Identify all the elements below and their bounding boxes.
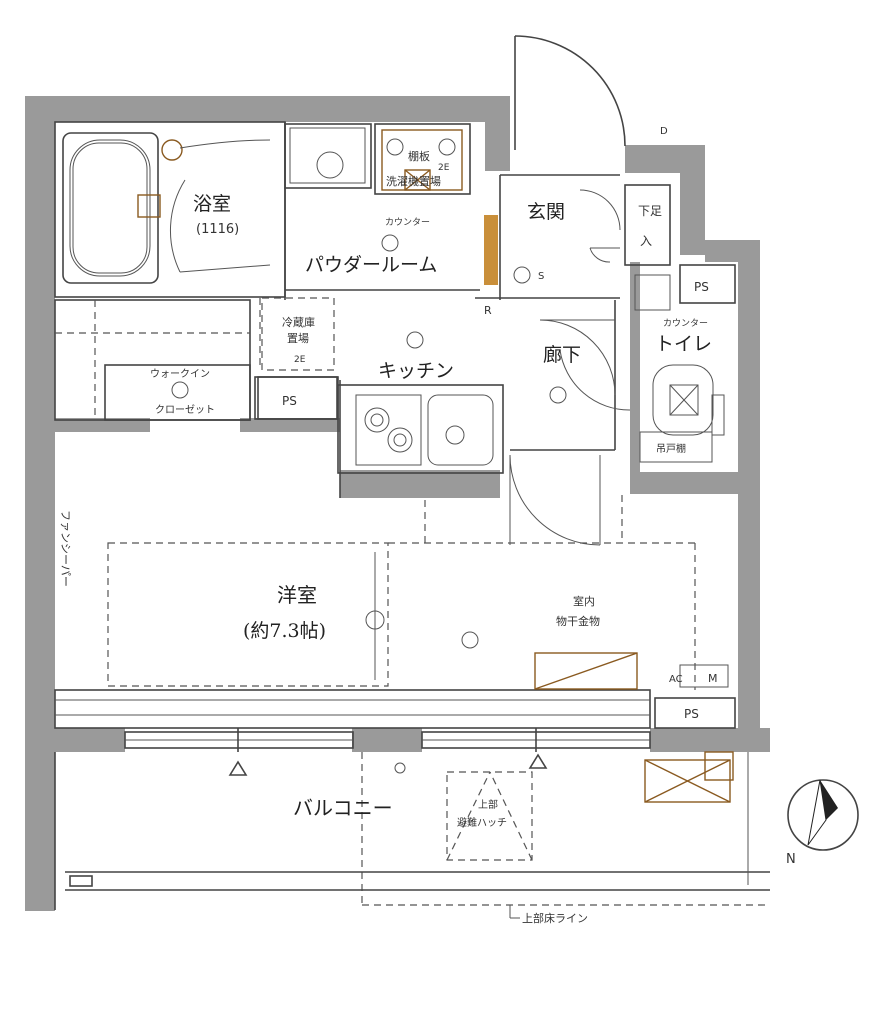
room-label-kitchen: キッチン [378, 360, 454, 382]
r-mark: R [484, 304, 492, 317]
fridge-label-2: 置場 [287, 332, 309, 345]
north-label: N [786, 852, 796, 867]
bath-size-label: (1116) [196, 222, 239, 237]
window-sashes [124, 728, 651, 752]
ps-label-room: PS [684, 707, 699, 721]
fridge-label-1: 冷蔵庫 [282, 315, 315, 329]
drying-label-1: 室内 [573, 594, 595, 608]
room-label-powder: パウダールーム [305, 254, 437, 276]
interior-walls [54, 121, 736, 729]
walkin-label-1: ウォークイン [150, 368, 210, 380]
upper-floor-line-label: 上部床ライン [522, 911, 588, 925]
doors [170, 35, 631, 546]
shelf-label: 棚板 [408, 149, 430, 163]
paper-holder-label: 吊戸棚 [656, 442, 686, 455]
room-label-toilet: トイレ [655, 333, 712, 355]
kitchen-fixtures [355, 394, 494, 466]
ps-label-top: PS [694, 280, 709, 294]
compass [787, 779, 859, 851]
bathroom-fixtures [62, 127, 498, 285]
ps-label-kitchen: PS [282, 394, 297, 408]
room-label-hallway: 廊下 [543, 344, 581, 366]
counter-label-toilet: カウンター [663, 318, 708, 329]
ac-label: AC [669, 674, 683, 685]
s-mark: S [538, 271, 544, 282]
drying-label-2: 物干金物 [556, 614, 600, 628]
shoe-box-label-2: 入 [640, 234, 652, 248]
toilet-fixtures [634, 274, 725, 463]
twoe-mark-1: 2E [294, 355, 306, 365]
balcony [54, 751, 770, 919]
d-mark: D [660, 126, 668, 137]
shoe-box-label-1: 下足 [638, 204, 662, 218]
fancy-panel-label: ファンシーパー [59, 510, 72, 587]
meter-label: M [708, 672, 718, 685]
walls [25, 96, 770, 911]
room-label-balcony: バルコニー [293, 796, 393, 820]
counter-label-powder: カウンター [385, 217, 430, 228]
room-label-western: 洋室 [277, 583, 317, 607]
twoe-mark-2: 2E [438, 163, 450, 173]
dashed-lines [55, 297, 770, 906]
room-label-entrance: 玄関 [527, 201, 565, 223]
walkin-label-2: クローゼット [155, 404, 215, 416]
hatch-label-1: 上部 [478, 798, 498, 811]
hatch-label-2: 避難ハッチ [457, 816, 507, 829]
room-label-bath: 浴室 [193, 193, 231, 215]
laundry-label: 洗濯機置場 [386, 174, 441, 188]
western-size-label: (約7.3帖) [243, 620, 326, 642]
light-fixtures [171, 234, 729, 690]
